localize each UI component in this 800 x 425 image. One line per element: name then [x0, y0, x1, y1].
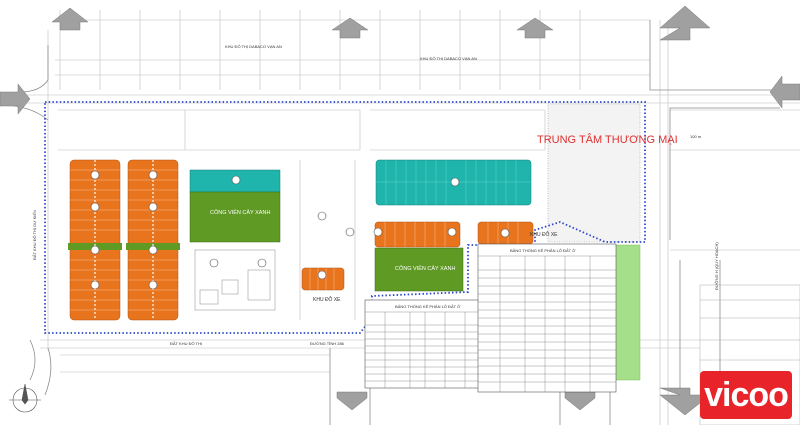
label-park-1: CÔNG VIÊN CÂY XANH — [210, 208, 270, 216]
logo-text: vicoo — [704, 376, 789, 414]
arrow-icon — [0, 5, 800, 416]
label-bottom-road-right: ĐƯỜNG TỈNH 286 — [310, 341, 345, 346]
residential-block-2 — [126, 159, 180, 321]
label-park-2: CÔNG VIÊN CÂY XANH — [395, 264, 455, 272]
label-top-road-left: KHU ĐÔ THỊ DABACO VẠN AN — [225, 44, 282, 49]
label-bottom-road-left: ĐẤT KHU ĐÔ THỊ — [170, 341, 202, 346]
label-top-road-right: KHU ĐÔ THỊ DABACO VẠN AN — [420, 56, 477, 61]
commercial-area — [547, 103, 641, 243]
label-parking-1: KHU ĐỖ XE — [313, 296, 341, 303]
compass-icon — [9, 383, 41, 413]
title-block — [699, 284, 800, 425]
facility-outlines — [194, 249, 276, 311]
park-2 — [374, 247, 464, 292]
label-left-road: ĐẤT KHU ĐÔ THỊ DỰ KIẾN — [32, 210, 37, 260]
label-parking-2: KHU ĐỖ XE — [530, 231, 558, 238]
vicoo-logo: vicoo — [700, 371, 792, 419]
label-road-width: 100 m — [690, 134, 702, 139]
table-2-title: BẢNG THỐNG KÊ PHÂN LÔ ĐẤT Ở — [510, 248, 576, 253]
table-1-title: BẢNG THỐNG KÊ PHÂN LÔ ĐẤT Ở — [395, 304, 461, 309]
lot-markers — [90, 170, 510, 290]
residential-block-1 — [68, 159, 122, 321]
residential-block-3 — [374, 221, 461, 248]
data-table-1 — [364, 299, 496, 389]
road-grid — [0, 10, 800, 425]
data-table-2 — [477, 243, 617, 393]
label-right-road: ĐƯỜNG H (QUY HOẠCH) — [714, 242, 719, 290]
park-1 — [189, 191, 281, 243]
label-commercial: TRUNG TÂM THƯƠNG MẠI — [537, 133, 678, 146]
